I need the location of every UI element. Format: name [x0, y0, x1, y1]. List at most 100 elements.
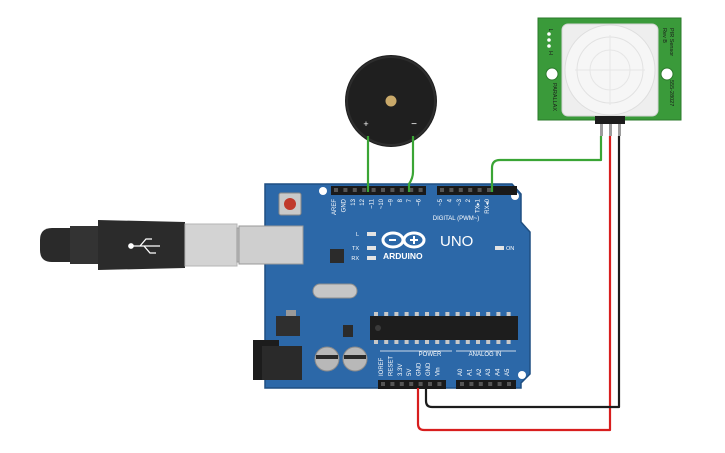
digital-pin-socket[interactable] — [381, 188, 385, 192]
model-label: UNO — [440, 233, 473, 250]
power-pin-label: 3.3V — [398, 364, 404, 376]
digital-pin-label: ~3 — [457, 198, 463, 206]
capacitor-left — [314, 346, 340, 372]
wires — [366, 136, 621, 432]
analog-pin-label: A5 — [505, 368, 511, 376]
buzzer-hole — [385, 95, 397, 107]
digital-pin-label: ~6 — [417, 198, 423, 206]
wire-pir-vcc — [416, 136, 612, 432]
digital-pin-socket[interactable] — [449, 188, 454, 192]
power-pin-label: IOREF — [379, 357, 385, 376]
capacitor-right — [342, 346, 368, 372]
digital-pin-label: TX▸1 — [476, 198, 482, 213]
analog-pin-label: A3 — [486, 368, 492, 376]
pir-part-number: 555-28027 — [668, 80, 674, 106]
digital-pin-label: ~5 — [438, 198, 444, 206]
digital-pin-socket[interactable] — [371, 188, 376, 192]
analog-pin-label: A4 — [496, 368, 502, 376]
digital-pin-label: 4 — [447, 198, 453, 202]
power-pin-socket[interactable] — [437, 382, 442, 386]
wire-pir-signal — [490, 136, 603, 192]
analog-pin-socket[interactable] — [488, 382, 493, 386]
analog-pin-socket[interactable] — [469, 382, 474, 386]
digital-pin-socket[interactable] — [334, 188, 338, 192]
power-pin-label: GND — [417, 362, 423, 376]
analog-pin-socket[interactable] — [478, 382, 483, 386]
analog-header-label: ANALOG IN — [469, 352, 502, 358]
microcontroller-chip — [370, 312, 518, 344]
digital-pin-socket[interactable] — [468, 188, 473, 192]
power-header-label: POWER — [419, 352, 442, 358]
led-rx-label: RX — [351, 256, 359, 262]
digital-pin-socket[interactable] — [399, 188, 404, 192]
arduino-logo-icon — [381, 231, 426, 249]
status-leds: L TX RX — [351, 232, 376, 262]
power-pin-label: RESET — [388, 356, 394, 376]
power-pin-socket[interactable] — [399, 382, 404, 386]
voltage-regulator — [276, 310, 300, 336]
pir-brand-label: PARALLAX — [551, 83, 557, 111]
power-jack — [253, 340, 302, 380]
buzzer-plus-label: + — [363, 119, 368, 129]
power-pin-label: 5V — [407, 369, 413, 376]
reset-button[interactable] — [278, 192, 302, 216]
digital-pin-label: AREF — [332, 199, 338, 215]
digital-pin-label: ~11 — [370, 198, 376, 208]
usb-symbol-icon — [128, 238, 160, 254]
digital-pin-socket[interactable] — [440, 188, 444, 192]
power-pin-socket[interactable] — [418, 382, 423, 386]
pir-sensor: L H PARALLAX PIR Sensor Rev B 555-28027 — [537, 17, 682, 136]
brand-label: ARDUINO — [383, 251, 423, 261]
piezo-buzzer: + − — [345, 55, 437, 147]
power-pin-label: GND — [426, 362, 432, 376]
analog-pin-label: A0 — [458, 368, 464, 376]
digital-pin-socket[interactable] — [477, 188, 482, 192]
analog-pin-label: A2 — [477, 368, 483, 376]
power-pin-socket[interactable] — [409, 382, 414, 386]
digital-pin-socket[interactable] — [352, 188, 357, 192]
analog-pin-socket[interactable] — [497, 382, 502, 386]
usb-jack — [238, 225, 304, 265]
digital-pin-label: 12 — [360, 198, 366, 205]
digital-pin-label: 7 — [407, 198, 413, 202]
power-pin-socket[interactable] — [428, 382, 432, 386]
small-chip — [343, 325, 353, 337]
digital-pin-label: 8 — [398, 198, 404, 202]
led-tx-label: TX — [352, 246, 359, 252]
crystal-oscillator — [312, 283, 358, 299]
digital-pin-socket[interactable] — [362, 188, 367, 192]
pir-connector — [595, 116, 625, 136]
digital-pin-socket[interactable] — [390, 188, 395, 192]
led-l-label: L — [356, 232, 359, 238]
power-pin-socket[interactable] — [390, 382, 395, 386]
wire-pir-gnd — [424, 136, 621, 409]
digital-pin-socket[interactable] — [409, 188, 414, 192]
digital-pin-socket[interactable] — [487, 188, 491, 192]
digital-pin-socket[interactable] — [343, 188, 348, 192]
power-pin-socket[interactable] — [381, 382, 385, 386]
digital-header-label: DIGITAL (PWM~) — [433, 216, 480, 222]
digital-pin-label: 13 — [351, 198, 357, 205]
digital-pin-label: GND — [341, 198, 347, 212]
pir-title-line2: Rev B — [661, 28, 667, 43]
pir-lens-dome — [561, 23, 659, 117]
pir-title-line1: PIR Sensor — [668, 28, 674, 56]
power-pin-label: Vin — [435, 367, 441, 376]
wire-buzzer-minus — [407, 136, 415, 192]
analog-pin-socket[interactable] — [507, 382, 511, 386]
digital-pin-label: RX◂0 — [485, 198, 491, 213]
on-led: ON — [495, 246, 514, 252]
jumper-label-h: H — [547, 51, 553, 55]
digital-pin-label: ~9 — [388, 198, 394, 206]
digital-pin-label: ~10 — [379, 198, 385, 209]
digital-pin-socket[interactable] — [458, 188, 463, 192]
jumper-label-l: L — [547, 28, 553, 31]
digital-pin-socket[interactable] — [418, 188, 423, 192]
on-label: ON — [506, 246, 514, 252]
analog-pin-socket[interactable] — [460, 382, 464, 386]
buzzer-minus-label: − — [411, 119, 417, 130]
